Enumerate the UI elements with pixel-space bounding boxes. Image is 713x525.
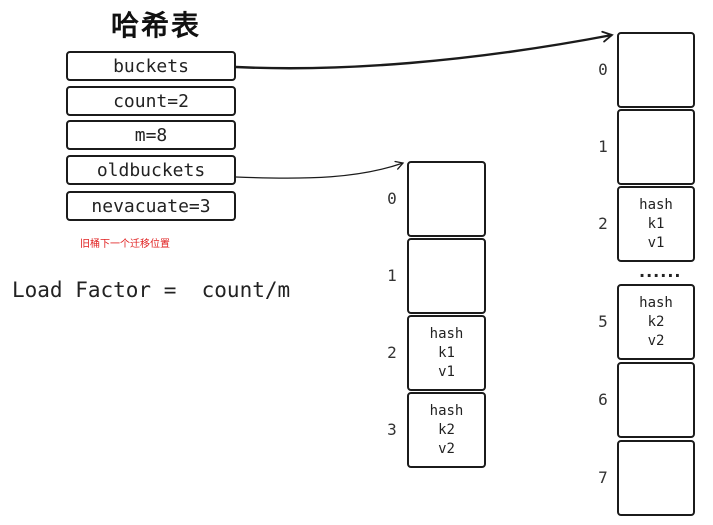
bucket-index: 3	[387, 420, 397, 439]
bucket-cell: hash k2 v2	[407, 392, 486, 468]
bucket-entry-text: k2	[647, 313, 665, 330]
bucket-index: 7	[598, 468, 608, 487]
bucket-index: 6	[598, 390, 608, 409]
bucket-index: 2	[387, 343, 397, 362]
hash-table-title: 哈希表	[110, 9, 201, 42]
hmap-field: buckets	[66, 51, 236, 81]
bucket-entry-text: v1	[647, 234, 665, 251]
hmap-field: m=8	[66, 120, 236, 150]
bucket-cell	[617, 32, 695, 108]
bucket-index: 1	[387, 266, 397, 285]
hmap-field: oldbuckets	[66, 155, 236, 185]
bucket-index: 0	[387, 189, 397, 208]
bucket-entry-text: v1	[438, 363, 455, 380]
oldbuckets-pointer-arrow	[235, 160, 405, 179]
bucket-entry-text: hash	[639, 294, 673, 311]
bucket-entry-text: v2	[438, 440, 455, 457]
bucket-cell: hash k1 v1	[617, 186, 695, 262]
bucket-entry-text: k1	[438, 344, 455, 361]
bucket-cell	[617, 440, 695, 516]
bucket-entry-text: hash	[429, 325, 464, 342]
bucket-entry-text: v2	[647, 332, 665, 349]
bucket-entry-text: hash	[429, 402, 464, 419]
buckets-pointer-arrow	[235, 30, 614, 70]
bucket-ellipsis: ......	[639, 262, 682, 281]
bucket-cell	[407, 238, 486, 314]
hmap-field: count=2	[66, 86, 236, 116]
bucket-cell	[617, 109, 695, 185]
bucket-index: 1	[598, 137, 608, 156]
bucket-entry-text: hash	[639, 196, 673, 213]
load-factor-formula: Load Factor = count/m	[12, 278, 291, 302]
bucket-entry-text: k1	[647, 215, 665, 232]
bucket-cell	[617, 362, 695, 438]
hmap-field: nevacuate=3	[66, 191, 236, 221]
bucket-cell: hash k1 v1	[407, 315, 486, 391]
bucket-index: 5	[598, 312, 608, 331]
bucket-entry-text: k2	[438, 421, 455, 438]
bucket-cell	[407, 161, 486, 237]
bucket-index: 0	[598, 60, 608, 79]
bucket-cell: hash k2 v2	[617, 284, 695, 360]
bucket-index: 2	[598, 214, 608, 233]
nevacuate-note: 旧桶下一个迁移位置	[80, 239, 170, 250]
